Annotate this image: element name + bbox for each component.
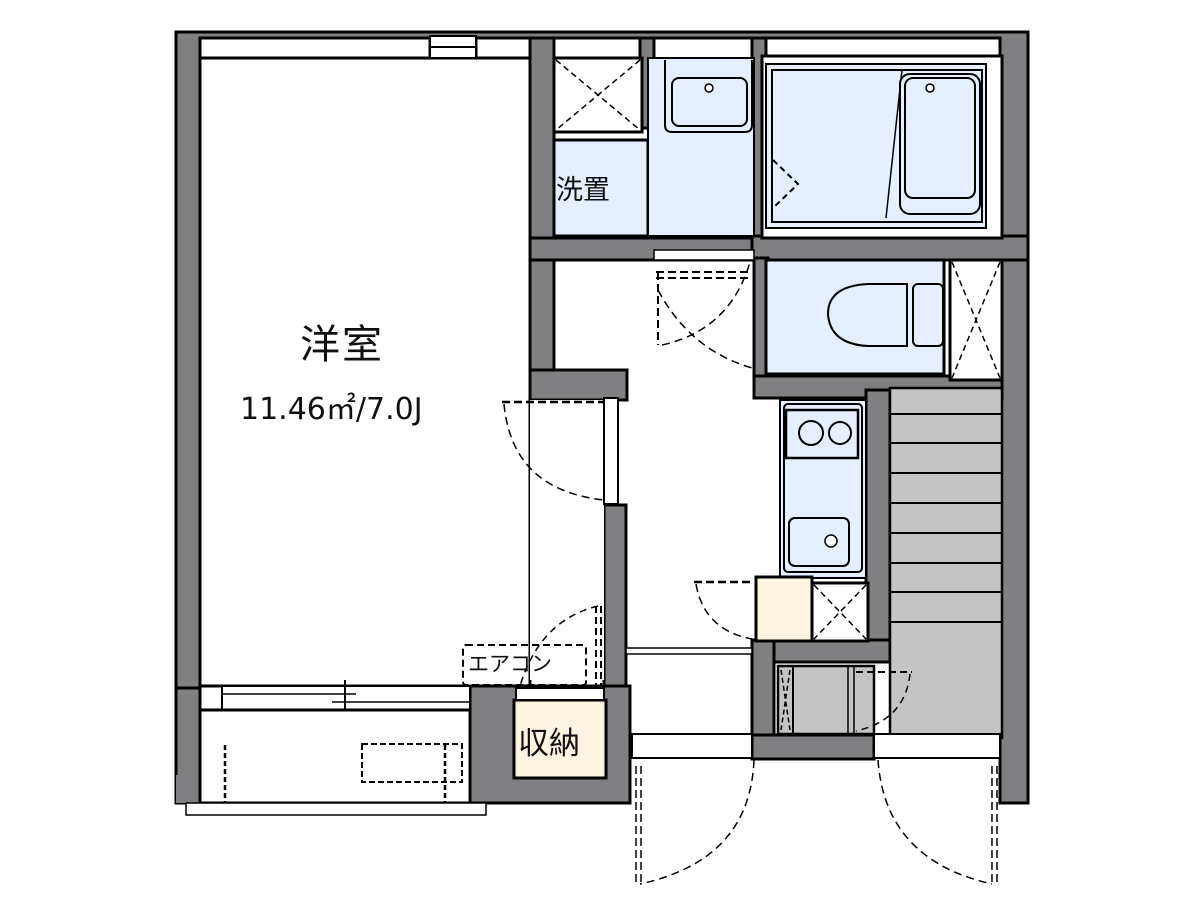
western-room-area: 11.46㎡/7.0J: [240, 392, 423, 427]
wall-room-right: [528, 36, 556, 390]
wall-kitchen-right: [864, 388, 892, 664]
sink: [788, 517, 850, 567]
wall-bath-bottom: [750, 234, 1030, 262]
western-room-label: 洋室: [300, 322, 384, 368]
air-conditioner-label: エアコン: [468, 652, 552, 676]
washer-space-label: 洗置: [556, 175, 610, 206]
air-conditioner: [462, 644, 587, 686]
wall-entrance-block: [750, 733, 876, 761]
storage-room: [512, 698, 608, 780]
western-room-floor: [198, 56, 532, 688]
closet-x-2: [948, 258, 1004, 382]
storage-label: 収納: [518, 726, 580, 762]
balcony: [198, 708, 472, 805]
toilet-tank: [912, 283, 944, 347]
toilet-bowl: [826, 283, 908, 347]
wall-jog: [528, 368, 629, 402]
shoe-storage: [754, 575, 814, 643]
